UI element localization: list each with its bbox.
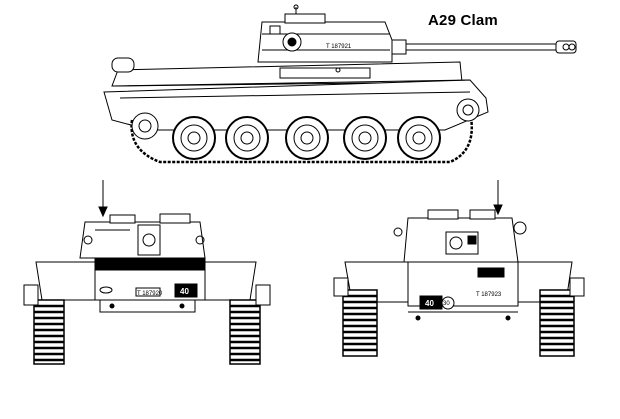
rear-circle-number: 30 bbox=[443, 301, 450, 307]
road-wheel bbox=[397, 116, 441, 160]
side-turret: T 187921 bbox=[257, 4, 393, 63]
side-view: T 187921 bbox=[103, 4, 577, 164]
front-right-track bbox=[229, 299, 261, 365]
rear-view: 40 30 T 187923 bbox=[333, 180, 585, 357]
road-wheel bbox=[172, 116, 216, 160]
road-wheel bbox=[343, 116, 387, 160]
front-left-track bbox=[33, 299, 65, 365]
side-serial-number: T 187921 bbox=[326, 44, 352, 50]
rear-right-track bbox=[539, 289, 575, 357]
rear-left-track bbox=[342, 289, 378, 357]
drawing-title: A29 Clam bbox=[428, 12, 498, 29]
front-serial-number: T 187920 bbox=[137, 291, 163, 297]
side-running-gear bbox=[130, 98, 480, 164]
front-plate-number: 40 bbox=[180, 287, 189, 296]
road-wheel bbox=[285, 116, 329, 160]
gun-barrel bbox=[387, 39, 577, 55]
rear-plate-number: 40 bbox=[425, 299, 434, 308]
front-view: T 187920 40 bbox=[23, 180, 271, 365]
road-wheel bbox=[225, 116, 269, 160]
rear-serial-number: T 187923 bbox=[476, 292, 502, 298]
